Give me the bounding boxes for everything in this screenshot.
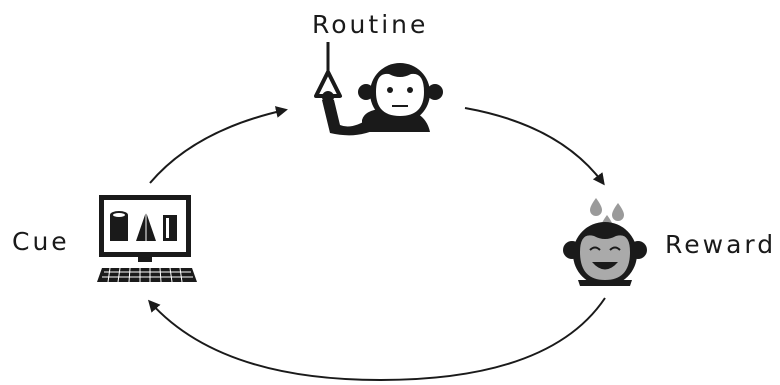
routine-label: Routine (312, 10, 428, 39)
arrow-reward-to-cue (150, 298, 605, 380)
cue-computer-icon (97, 195, 197, 282)
arrow-routine-to-reward (465, 108, 603, 183)
reward-monkey-icon (563, 198, 647, 286)
juice-drop-icon (590, 198, 602, 216)
reward-label: Reward (665, 230, 776, 259)
routine-monkey-icon (316, 42, 443, 135)
cue-label: Cue (12, 227, 70, 256)
juice-drop-icon (612, 203, 624, 221)
arrow-cue-to-routine (150, 110, 285, 183)
